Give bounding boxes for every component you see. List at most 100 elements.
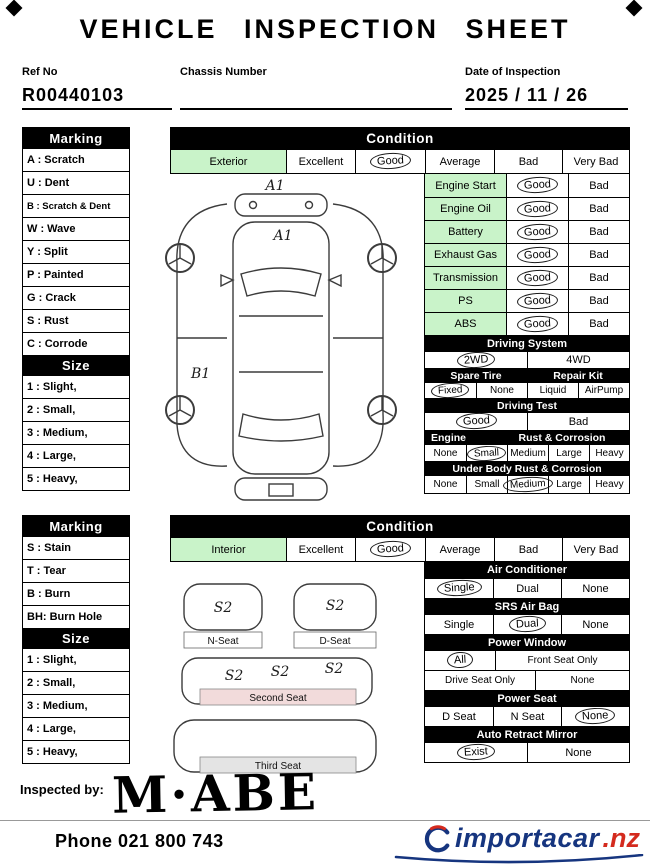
third-seat-label-box: [199, 756, 357, 774]
ps-option: N Seat: [493, 707, 561, 726]
wheel-icon: [165, 243, 195, 273]
srs-option: None: [561, 615, 629, 634]
underbody-rust-selected: Medium: [502, 475, 554, 494]
check-good-selected: Good: [506, 198, 568, 220]
check-label: PS: [425, 290, 506, 312]
power-seat-header: Power Seat: [425, 690, 629, 706]
wheel-icon: [367, 243, 397, 273]
bumper-detail: [248, 200, 258, 210]
marking-row: T : Tear: [23, 559, 129, 582]
scale-cell: Very Bad: [562, 538, 629, 561]
marking-text: S : Stain: [27, 542, 72, 554]
check-label: Transmission: [425, 267, 506, 289]
check-bad: Bad: [568, 174, 629, 197]
spare-option: Liquid: [527, 383, 578, 398]
repair-kit-title: Repair Kit: [553, 369, 603, 382]
logo-swoosh: [394, 854, 644, 864]
pw-option: Drive Seat Only: [444, 675, 516, 686]
size-text: 2 : Small,: [27, 404, 76, 416]
marking-row: BH: Burn Hole: [23, 605, 129, 628]
brand-tld: .nz: [602, 823, 641, 853]
date-underline: 2025 / 11 / 26: [465, 78, 628, 110]
ac-option: Dual: [493, 579, 561, 598]
spare-option: AirPump: [578, 383, 629, 398]
spare-repair-header: Spare Tire Repair Kit: [425, 368, 629, 382]
srs-option-selected: Dual: [493, 615, 561, 634]
seat-mark: S2: [271, 664, 290, 680]
ref-no-field: Ref No R00440103: [22, 66, 172, 110]
check-good-selected: Good: [506, 244, 568, 266]
n-seat-shape: [183, 583, 263, 631]
date-label: Date of Inspection: [465, 66, 561, 78]
selection-oval: Medium: [502, 475, 554, 494]
driving-test-header: Driving Test: [425, 398, 629, 412]
importacar-logo: importacar.nz: [422, 823, 640, 854]
condition-header: Condition: [171, 516, 629, 537]
marking-text: S : Rust: [27, 315, 69, 327]
driving-system-header: Driving System: [425, 335, 629, 351]
wheel-icon: [367, 395, 397, 425]
check-good-selected: Good: [506, 221, 568, 243]
car-damage-diagram: A1 A1 B1: [165, 178, 397, 501]
marking-row: Y : Split: [23, 240, 129, 263]
rear-bumper: [234, 477, 328, 501]
selection-oval: Good: [516, 314, 559, 334]
marking-row: B : Scratch & Dent: [23, 194, 129, 217]
ref-no-underline: R00440103: [22, 78, 172, 110]
seat-diagram: S2 N-Seat S2 D-Seat S2 S2 S2 Second Seat…: [173, 583, 377, 774]
date-value: 2025 / 11 / 26: [465, 85, 589, 105]
scale-cell: Bad: [494, 538, 562, 561]
exterior-marking-table: Marking A : Scratch U : Dent B : Scratch…: [22, 127, 130, 491]
marking-text: Y : Split: [27, 246, 68, 258]
chassis-underline: [180, 78, 452, 110]
selection-oval: Good: [516, 291, 559, 311]
check-label: Engine Oil: [425, 198, 506, 220]
wheel-icon: [165, 395, 195, 425]
car-body: [232, 221, 330, 475]
scale-cell: Very Bad: [562, 150, 629, 173]
power-window-header: Power Window: [425, 634, 629, 650]
right-side-panel: [332, 203, 384, 467]
size-text: 5 : Heavy,: [27, 746, 78, 758]
selection-oval: None: [574, 707, 617, 726]
marking-row: G : Crack: [23, 286, 129, 309]
size-row: 1 : Slight,: [23, 375, 129, 398]
phone-number: Phone 021 800 743: [55, 831, 224, 851]
size-row: 3 : Medium,: [23, 421, 129, 444]
date-field: Date of Inspection 2025 / 11 / 26: [465, 66, 628, 110]
marking-row: C : Corrode: [23, 332, 129, 355]
engine-rust-header: Engine Rust & Corrosion: [425, 430, 629, 444]
driving-test-selected: Good: [425, 412, 527, 431]
underbody-rust-option: Heavy: [589, 476, 629, 493]
marking-header: Marking: [23, 128, 129, 148]
marking-row: S : Stain: [23, 536, 129, 559]
exterior-condition-table: Condition Exterior Excellent Good Averag…: [170, 127, 630, 174]
front-bumper: [234, 193, 328, 217]
selection-oval: Good: [516, 222, 559, 242]
srs-airbag-header: SRS Air Bag: [425, 598, 629, 614]
auto-retract-mirror-header: Auto Retract Mirror: [425, 726, 629, 742]
pw-option: None: [535, 671, 629, 690]
inspector-signature: M·ABE: [111, 762, 320, 825]
check-bad: Bad: [568, 313, 629, 335]
damage-mark-door: B1: [190, 366, 210, 382]
ac-option-selected: Single: [425, 579, 493, 598]
marking-row: S : Rust: [23, 309, 129, 332]
selection-oval: All: [446, 651, 474, 670]
scale-cell-selected: Good: [355, 150, 425, 173]
seat-mark: S2: [326, 598, 345, 614]
scale-cell: Excellent: [286, 150, 355, 173]
engine-rust-option: Heavy: [589, 445, 629, 461]
left-mirror: [220, 273, 235, 288]
underbody-rust-option: Large: [548, 476, 589, 493]
pw-option-selected: All: [425, 651, 495, 670]
check-good-selected: Good: [506, 290, 568, 312]
footer-bar: Phone 021 800 743 importacar.nz: [0, 820, 650, 865]
engine-rust-option: Medium: [507, 445, 548, 461]
marking-text: C : Corrode: [27, 338, 88, 350]
size-row: 1 : Slight,: [23, 648, 129, 671]
driving-system-selected: 2WD: [425, 350, 527, 370]
size-text: 5 : Heavy,: [27, 473, 78, 485]
size-row: 3 : Medium,: [23, 694, 129, 717]
